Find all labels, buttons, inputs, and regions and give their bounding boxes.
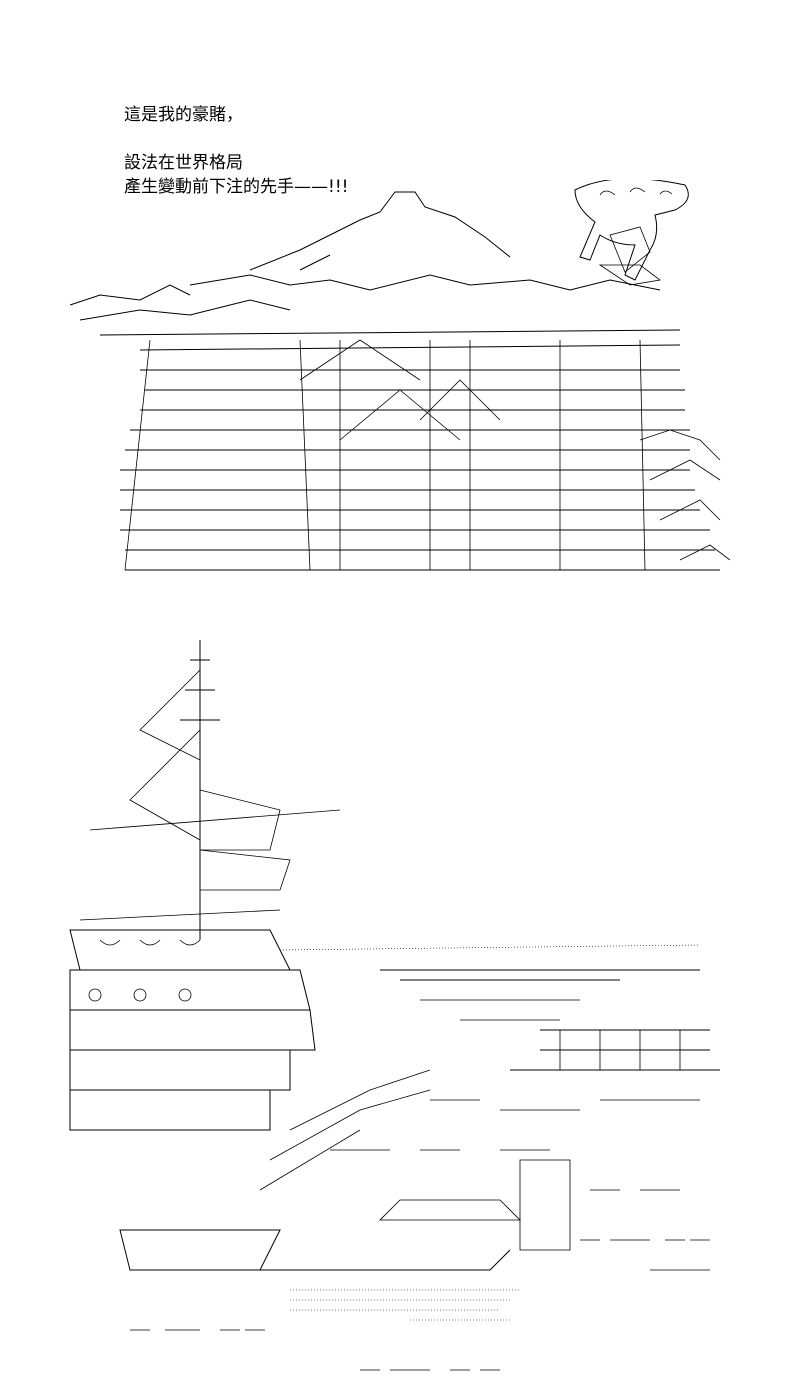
castle-drawing [69,180,731,571]
ship-mast [79,640,341,940]
castle-ascii-art [0,180,800,590]
water [130,1069,710,1371]
castle-roof [69,191,681,351]
caption-line-2: 設法在世界格局 [124,153,243,173]
ship-hull [69,929,316,1131]
character-figure [574,180,689,286]
small-boat [119,1159,571,1321]
harbor-ship-ascii-art [0,630,800,1390]
caption-line-1: 這是我的豪賭， [124,105,243,125]
dock [279,944,720,1071]
castle-walls [120,339,731,571]
caption-line-3: 產生變動前下注的先手——!!! [124,177,349,197]
harbor-drawing [69,640,720,1371]
